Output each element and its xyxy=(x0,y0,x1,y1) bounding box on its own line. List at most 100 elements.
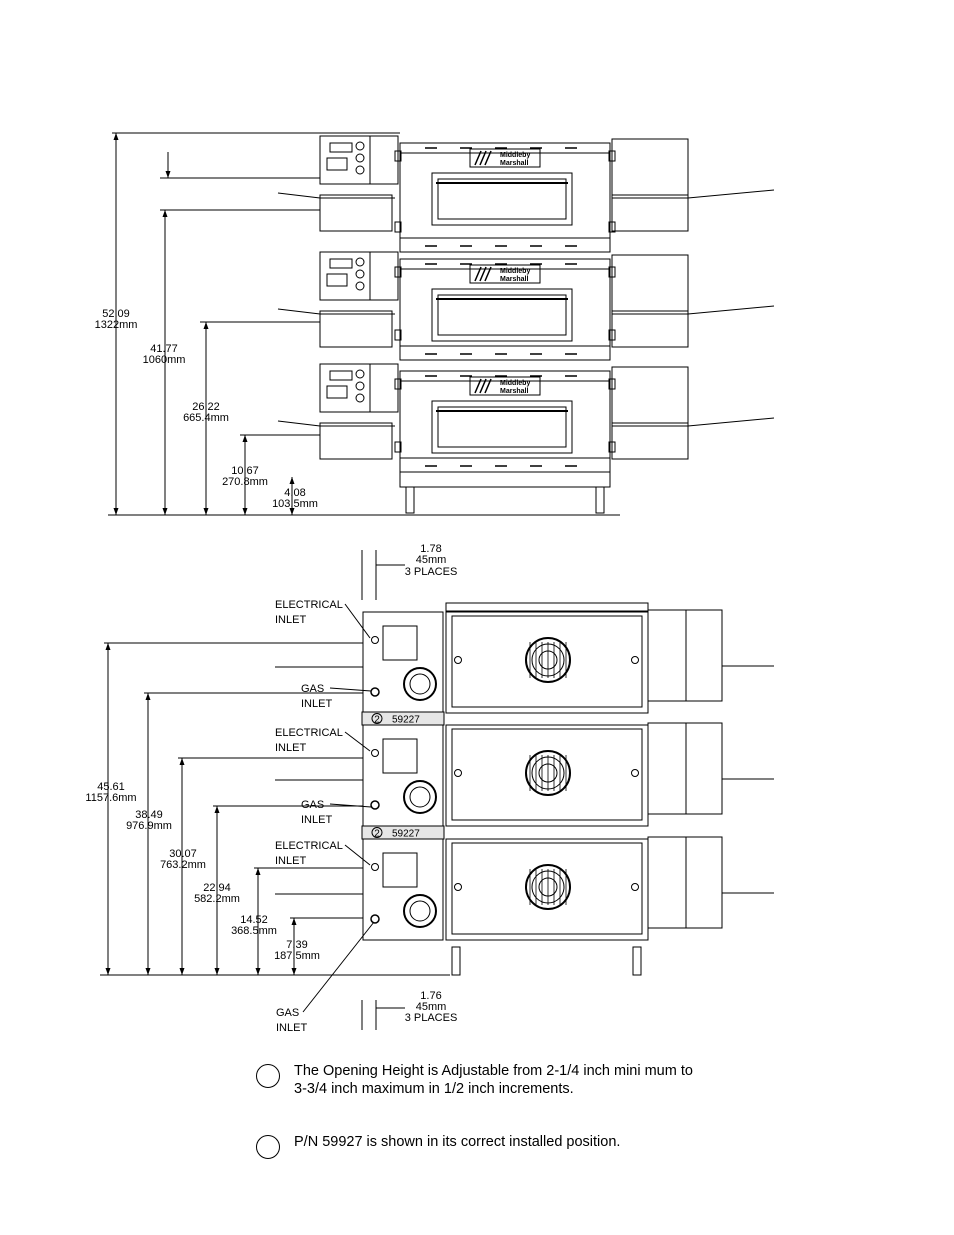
gas-inlet-port xyxy=(370,687,380,697)
bracket xyxy=(394,221,402,233)
cooling-fan xyxy=(403,780,437,814)
dim-metric: 1322mm xyxy=(95,319,138,331)
oven-window-inner xyxy=(437,294,567,336)
gas-inlet-label: INLET xyxy=(276,1022,307,1034)
electrical-inlet-port xyxy=(371,863,379,871)
leg xyxy=(451,946,461,976)
dim-value: 52.09 xyxy=(102,308,130,320)
electrical-inlet-port xyxy=(371,636,379,644)
deck-body xyxy=(445,611,649,714)
arrowhead xyxy=(242,435,248,442)
screw xyxy=(631,883,639,891)
callout-part: 59227 xyxy=(392,829,420,840)
cooling-fan xyxy=(403,667,437,701)
display xyxy=(329,258,353,269)
arrowhead xyxy=(289,477,295,484)
note-marker-circle xyxy=(256,1064,280,1088)
control-panel xyxy=(362,838,444,941)
leader-line xyxy=(344,844,371,866)
dim-value: 7.39 xyxy=(286,939,307,951)
bracket xyxy=(394,329,402,341)
conveyor-right xyxy=(611,254,689,348)
arrowhead xyxy=(162,210,168,217)
leader-line xyxy=(329,687,372,692)
oven-window-inner xyxy=(437,178,567,220)
dim-metric: 270.8mm xyxy=(222,476,268,488)
fan-guard xyxy=(525,637,571,683)
leg xyxy=(632,946,642,976)
screw xyxy=(454,769,462,777)
logo-stripe xyxy=(484,150,492,166)
conveyor-housing xyxy=(685,722,723,815)
fan-guard xyxy=(525,864,571,910)
dim-metric: 1157.6mm xyxy=(85,792,136,804)
display xyxy=(329,370,353,381)
electrical-inlet-label: ELECTRICAL xyxy=(275,840,343,852)
fan-guard xyxy=(525,750,571,796)
logo-stripe xyxy=(484,378,492,394)
dim-metric: 103.5mm xyxy=(272,498,318,510)
leg xyxy=(405,486,415,514)
conveyor-tray-right xyxy=(612,189,775,199)
knob xyxy=(355,369,365,379)
dim-metric: 665.4mm xyxy=(183,412,229,424)
electrical-inlet-label: INLET xyxy=(275,855,306,867)
spacing-note: 3 PLACES xyxy=(405,1012,458,1024)
gas-inlet-port xyxy=(370,914,380,924)
spacing-metric: 45mm xyxy=(416,1001,447,1013)
dim-value: 41.77 xyxy=(150,343,178,355)
keypad xyxy=(326,385,348,399)
logo-text: Marshall xyxy=(500,276,528,283)
arrowhead xyxy=(255,868,261,875)
rear-view xyxy=(100,550,774,1030)
display xyxy=(329,142,353,153)
access-cover xyxy=(382,625,418,661)
deck-body xyxy=(445,838,649,941)
gas-inlet-label: INLET xyxy=(301,698,332,710)
dim-value: 26.22 xyxy=(192,401,220,413)
part-callout xyxy=(361,825,445,840)
callout-part: 59227 xyxy=(392,715,420,726)
dim-value: 14.52 xyxy=(240,914,268,926)
rear-panel xyxy=(451,615,643,708)
cooling-fan-inner xyxy=(409,900,431,922)
part-callout xyxy=(361,711,445,726)
note-text: The Opening Height is Adjustable from 2-… xyxy=(294,1063,693,1097)
conveyor-housing xyxy=(647,609,687,702)
dim-value: 4.08 xyxy=(284,487,305,499)
arrowhead xyxy=(255,968,261,975)
conveyor-housing xyxy=(647,722,687,815)
leader-line xyxy=(329,803,372,808)
callout-number: 2 xyxy=(374,829,380,840)
conveyor-left xyxy=(319,310,393,348)
oven-deck-rear xyxy=(275,836,774,941)
dim-metric: 976.9mm xyxy=(126,820,172,832)
oven-deck-rear xyxy=(275,609,774,714)
dim-value: 38.49 xyxy=(135,809,163,821)
logo-plate xyxy=(469,376,541,396)
cooling-fan-inner xyxy=(409,786,431,808)
oven-window xyxy=(431,172,573,226)
front-view: MiddlebyMarshallMiddlebyMarshallMiddleby… xyxy=(108,132,775,516)
gas-inlet-label: GAS xyxy=(276,1007,299,1019)
logo-stripe xyxy=(479,378,487,394)
knob xyxy=(355,141,365,151)
conveyor-left xyxy=(319,194,393,232)
leader-line xyxy=(344,603,371,639)
logo-text: Marshall xyxy=(500,388,528,395)
logo-stripe xyxy=(479,150,487,166)
conveyor-tray-left xyxy=(277,308,395,315)
control-panel xyxy=(362,611,444,714)
leader-line xyxy=(302,921,375,1013)
conveyor-tray-right xyxy=(612,417,775,427)
note-text: P/N 59927 is shown in its correct instal… xyxy=(294,1134,621,1150)
knob xyxy=(355,393,365,403)
oven-window-inner xyxy=(437,406,567,448)
gas-inlet-label: GAS xyxy=(301,799,324,811)
conveyor-tray-left xyxy=(277,420,395,427)
dim-value: 22.94 xyxy=(203,882,231,894)
knob xyxy=(355,381,365,391)
